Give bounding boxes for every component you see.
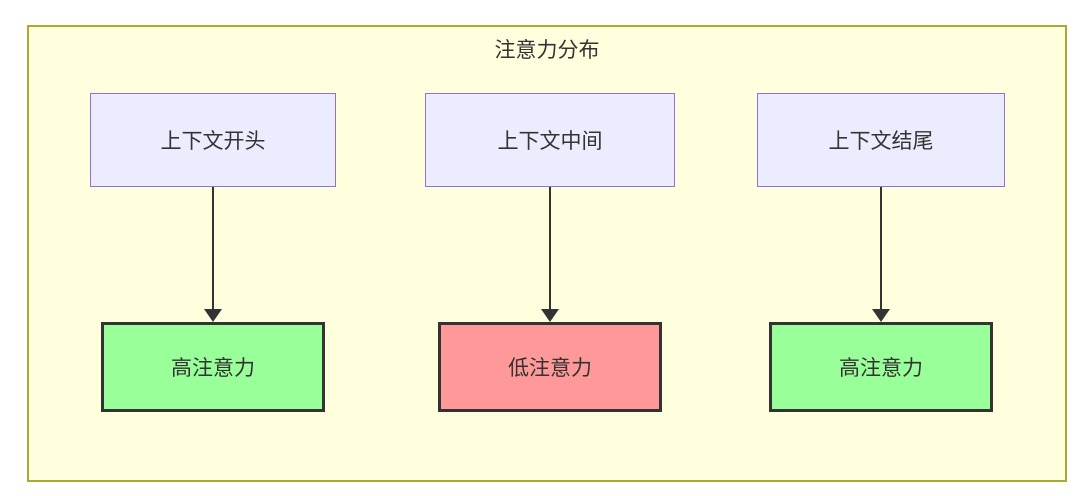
node-context-middle: 上下文中间: [425, 93, 675, 187]
node-high-attention-left: 高注意力: [101, 322, 325, 412]
node-context-begin: 上下文开头: [90, 93, 336, 187]
arrow-line: [212, 187, 214, 309]
flow-column-context-begin: 上下文开头 高注意力: [90, 93, 336, 412]
arrow-begin-to-high: [90, 187, 336, 322]
flow-column-context-middle: 上下文中间 低注意力: [425, 93, 675, 412]
arrow-head-icon: [204, 309, 222, 322]
node-high-attention-left-label: 高注意力: [171, 356, 255, 380]
node-context-end-label: 上下文结尾: [828, 129, 934, 153]
node-low-attention-label: 低注意力: [508, 356, 592, 380]
arrow-line: [549, 187, 551, 309]
arrow-end-to-high: [757, 187, 1005, 322]
node-context-middle-label: 上下文中间: [497, 129, 603, 153]
node-low-attention: 低注意力: [438, 322, 662, 412]
arrow-middle-to-low: [425, 187, 675, 322]
arrow-head-icon: [541, 309, 559, 322]
flow-column-context-end: 上下文结尾 高注意力: [757, 93, 1005, 412]
cluster-title: 注意力分布: [494, 38, 600, 62]
arrow-head-icon: [872, 309, 890, 322]
arrow-line: [880, 187, 882, 309]
node-context-begin-label: 上下文开头: [160, 129, 266, 153]
node-high-attention-right: 高注意力: [769, 322, 993, 412]
node-context-end: 上下文结尾: [757, 93, 1005, 187]
node-high-attention-right-label: 高注意力: [839, 356, 923, 380]
